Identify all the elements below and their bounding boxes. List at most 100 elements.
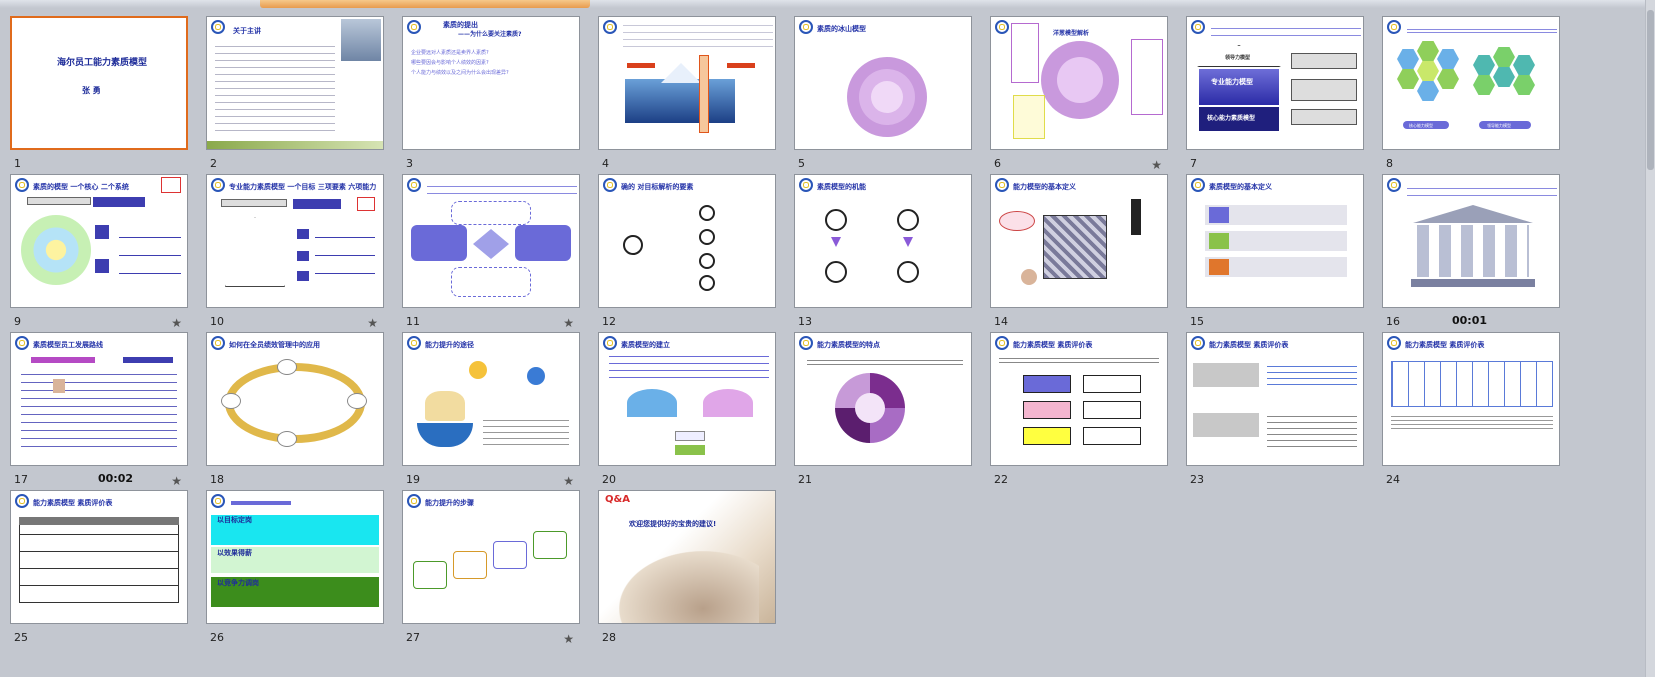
slide-preview[interactable]: 素质模型的建立 — [598, 332, 776, 466]
slide-thumbnail-4[interactable]: 4 — [598, 16, 776, 176]
slide-preview[interactable]: 专业能力素质模型 一个目标 三项要素 六项能力 — [206, 174, 384, 308]
slide-thumbnail-16[interactable]: 16 00:01 — [1382, 174, 1560, 334]
logo-icon — [407, 494, 421, 508]
slide-thumbnail-20[interactable]: 素质模型的建立 20 — [598, 332, 776, 492]
slide-thumbnail-15[interactable]: 素质模型的基本定义 15 — [1186, 174, 1364, 334]
onion-inner — [1057, 57, 1103, 103]
slide-thumbnail-18[interactable]: 如何在全员绩效管理中的应用 18 — [206, 332, 384, 492]
slide-timing: 00:02 — [98, 472, 134, 485]
house-middle — [1199, 69, 1279, 105]
slide-thumbnail-9[interactable]: 素质的模型 一个核心 二个系统 9 ★ — [10, 174, 188, 334]
slide-preview[interactable]: 能力提升的途径 — [402, 332, 580, 466]
slide-thumbnail-28[interactable]: Q&A 欢迎您提供好的宝贵的建议! 28 — [598, 490, 776, 650]
slide-preview[interactable]: 素质的提出 ——为什么要关注素质? 企业要远对人素质还是卖界人素质? 哪些要因会… — [402, 16, 580, 150]
slide-preview[interactable]: 能力素质模型的特点 — [794, 332, 972, 466]
slide-thumbnail-5[interactable]: 素质的冰山模型 5 — [794, 16, 972, 176]
logo-icon — [211, 20, 225, 34]
slide-preview[interactable]: 关于主讲 — [206, 16, 384, 150]
slide-thumbnail-6[interactable]: 洋葱模型解析 6 ★ — [990, 16, 1168, 176]
slide-thumbnail-27[interactable]: 能力提升的步骤 27 ★ — [402, 490, 580, 650]
slide-thumbnail-14[interactable]: 能力模型的基本定义 14 — [990, 174, 1168, 334]
slide-preview[interactable]: 确的 对目标解析的要素 — [598, 174, 776, 308]
slide-thumbnail-7[interactable]: 领导力模型 专业能力模型 核心能力素质模型 7 — [1186, 16, 1364, 176]
text-block — [483, 417, 569, 447]
slide-thumbnail-19[interactable]: 能力提升的途径 19 ★ — [402, 332, 580, 492]
animation-star-icon[interactable]: ★ — [563, 316, 574, 330]
animation-star-icon[interactable]: ★ — [1151, 158, 1162, 172]
slide-preview[interactable]: 能力素质模型 素质评价表 — [10, 490, 188, 624]
slide-preview[interactable]: 核心能力模型 领导能力模型 — [1382, 16, 1560, 150]
slide-thumbnail-10[interactable]: 专业能力素质模型 一个目标 三项要素 六项能力 10 ★ — [206, 174, 384, 334]
cycle-bottom — [451, 267, 531, 297]
slide-preview[interactable]: 素质模型的机能 — [794, 174, 972, 308]
slide-thumbnail-17[interactable]: 素质模型员工发展路线 17 00:02 ★ — [10, 332, 188, 492]
active-ribbon-tab[interactable] — [260, 0, 590, 8]
slide-preview[interactable]: Q&A 欢迎您提供好的宝贵的建议! — [598, 490, 776, 624]
animation-star-icon[interactable]: ★ — [171, 316, 182, 330]
text-block — [231, 501, 291, 505]
slide-thumbnail-12[interactable]: 确的 对目标解析的要素 12 — [598, 174, 776, 334]
slide-thumbnail-3[interactable]: 素质的提出 ——为什么要关注素质? 企业要远对人素质还是卖界人素质? 哪些要因会… — [402, 16, 580, 176]
slide-line-1: 企业要远对人素质还是卖界人素质? — [411, 50, 489, 56]
animation-star-icon[interactable]: ★ — [171, 474, 182, 488]
slide-thumbnail-1[interactable]: 海尔员工能力素质模型 张 勇 1 — [10, 16, 188, 176]
logo-icon — [211, 178, 225, 192]
gray-panel — [1193, 363, 1259, 387]
sun-icon — [469, 361, 487, 379]
slide-preview[interactable]: 如何在全员绩效管理中的应用 — [206, 332, 384, 466]
target-icon — [699, 205, 715, 221]
slide-preview[interactable]: 能力模型的基本定义 — [990, 174, 1168, 308]
text-block — [623, 22, 773, 50]
slide-preview[interactable]: 能力素质模型 素质评价表 — [1186, 332, 1364, 466]
slide-preview[interactable]: 领导力模型 专业能力模型 核心能力素质模型 — [1186, 16, 1364, 150]
person-figure — [1131, 199, 1141, 235]
animation-star-icon[interactable]: ★ — [563, 632, 574, 646]
slide-thumbnail-2[interactable]: 关于主讲 2 — [206, 16, 384, 176]
slide-preview[interactable]: 素质的冰山模型 — [794, 16, 972, 150]
slide-number: 12 — [602, 315, 616, 328]
slide-preview[interactable] — [402, 174, 580, 308]
qa-label: Q&A — [605, 494, 630, 505]
slide-preview[interactable]: 能力素质模型 素质评价表 — [1382, 332, 1560, 466]
text-block — [1391, 413, 1553, 429]
slide-thumbnail-8[interactable]: 核心能力模型 领导能力模型 8 — [1382, 16, 1560, 176]
animation-star-icon[interactable]: ★ — [367, 316, 378, 330]
slide-thumbnail-22[interactable]: 能力素质模型 素质评价表 22 — [990, 332, 1168, 492]
slide-thumbnail-25[interactable]: 能力素质模型 素质评价表 25 — [10, 490, 188, 650]
slide-thumbnail-11[interactable]: 11 ★ — [402, 174, 580, 334]
base-label: 核心能力素质模型 — [1207, 115, 1256, 122]
vertical-scrollbar[interactable] — [1645, 0, 1655, 677]
slide-preview[interactable]: 洋葱模型解析 — [990, 16, 1168, 150]
onion-inner — [871, 81, 903, 113]
slide-thumbnail-23[interactable]: 能力素质模型 素质评价表 23 — [1186, 332, 1364, 492]
slide-preview[interactable]: 以目标定岗 以效果得薪 以竞争力调岗 — [206, 490, 384, 624]
cycle-node — [277, 359, 297, 375]
hex-cell — [1513, 55, 1535, 75]
slide-thumbnail-21[interactable]: 能力素质模型的特点 21 — [794, 332, 972, 492]
scrollbar-thumb[interactable] — [1647, 10, 1654, 170]
slide-title: 能力提升的途径 — [425, 341, 474, 349]
slide-preview[interactable]: 素质模型员工发展路线 — [10, 332, 188, 466]
person-photo — [1021, 269, 1037, 285]
slide-preview[interactable]: 能力素质模型 素质评价表 — [990, 332, 1168, 466]
slide-preview[interactable]: 海尔员工能力素质模型 张 勇 — [10, 16, 188, 150]
label-pink — [1023, 401, 1071, 419]
animation-star-icon[interactable]: ★ — [563, 474, 574, 488]
slide-line-3: 个人能力与绩效以及之间为什么会出现差异? — [411, 70, 509, 76]
house-base — [1199, 107, 1279, 131]
people-group — [425, 391, 465, 421]
slide-preview[interactable] — [598, 16, 776, 150]
slide-preview[interactable]: 素质的模型 一个核心 二个系统 — [10, 174, 188, 308]
cycle-node — [347, 393, 367, 409]
header-bar — [123, 357, 173, 363]
cycle-top — [451, 201, 531, 225]
slide-thumbnail-26[interactable]: 以目标定岗 以效果得薪 以竞争力调岗 26 — [206, 490, 384, 650]
slide-thumbnail-13[interactable]: 素质模型的机能 13 — [794, 174, 972, 334]
empty-box — [1083, 427, 1141, 445]
slide-preview[interactable]: 能力提升的步骤 — [402, 490, 580, 624]
slide-thumbnail-24[interactable]: 能力素质模型 素质评价表 24 — [1382, 332, 1560, 492]
slide-preview[interactable] — [1382, 174, 1560, 308]
slide-preview[interactable]: 素质模型的基本定义 — [1186, 174, 1364, 308]
note-box — [1291, 53, 1357, 69]
red-label — [727, 63, 755, 68]
